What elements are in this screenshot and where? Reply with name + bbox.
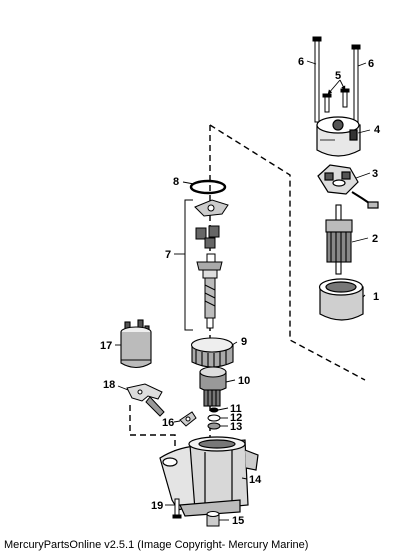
callout-labels: 1 2 3 4 5 6 6 7 8 9 10 11 12 13 14 15 16… — [100, 56, 381, 527]
brush-screws — [322, 88, 350, 113]
leader-lines — [115, 60, 371, 521]
callout-2: 2 — [372, 233, 378, 245]
callout-12: 12 — [230, 412, 242, 424]
callout-11: 11 — [230, 403, 242, 415]
callout-9: 9 — [241, 336, 247, 348]
copyright-caption: MercuryPartsOnline v2.5.1 (Image Copyrig… — [4, 539, 309, 551]
drive-end-housing — [159, 436, 259, 517]
callout-17: 17 — [100, 340, 112, 352]
callout-16: 16 — [162, 417, 174, 429]
through-bolt-left — [312, 36, 322, 123]
bushing — [206, 511, 220, 527]
o-ring — [189, 179, 227, 195]
solenoid — [120, 319, 152, 369]
callout-8: 8 — [173, 176, 179, 188]
drive-pinion — [199, 366, 227, 407]
callout-6a: 6 — [298, 56, 304, 68]
callout-10: 10 — [238, 375, 250, 387]
callout-4: 4 — [374, 124, 381, 136]
planetary-gear-group — [184, 199, 229, 331]
washer-set — [207, 407, 221, 430]
exploded-parts-diagram: 1 2 3 4 5 6 6 7 8 9 10 11 12 13 14 15 16… — [100, 36, 381, 527]
housing-bolt — [172, 498, 182, 519]
callout-1: 1 — [373, 291, 379, 303]
through-bolt-right — [351, 44, 361, 129]
shift-lever — [179, 411, 197, 427]
callout-3: 3 — [372, 168, 378, 180]
callout-7: 7 — [165, 249, 171, 261]
callout-18: 18 — [103, 379, 115, 391]
callout-19: 19 — [151, 500, 163, 512]
armature — [325, 204, 353, 275]
callout-13: 13 — [230, 421, 242, 433]
callout-14: 14 — [249, 474, 262, 486]
commutator-end-cap — [316, 116, 361, 157]
field-frame — [318, 278, 364, 321]
brush-plate — [317, 164, 379, 209]
ring-gear — [190, 337, 234, 368]
callout-5: 5 — [335, 70, 341, 82]
callout-15: 15 — [232, 515, 244, 527]
plunger-fork — [126, 383, 165, 417]
callout-6b: 6 — [368, 58, 374, 70]
